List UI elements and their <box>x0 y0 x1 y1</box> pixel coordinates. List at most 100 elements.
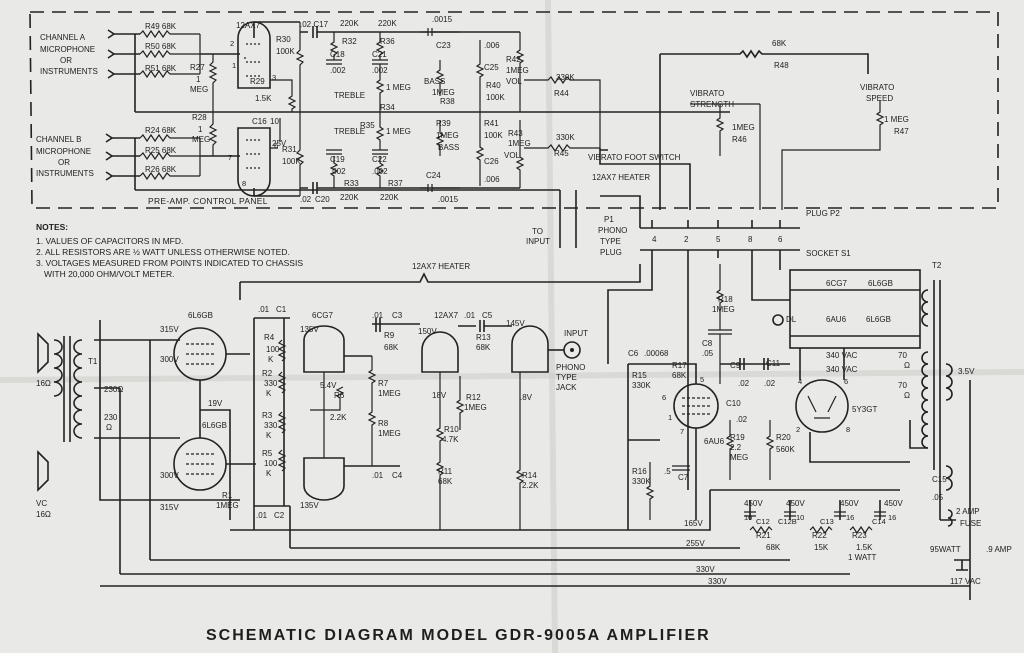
label-r50: R50 68K <box>145 42 177 51</box>
svg-text:C2: C2 <box>274 511 285 520</box>
svg-text:.9 AMP: .9 AMP <box>986 545 1012 554</box>
svg-text:R37: R37 <box>388 179 403 188</box>
svg-text:PLUG P2: PLUG P2 <box>806 209 840 218</box>
svg-text:R38: R38 <box>440 97 455 106</box>
label-r20: R20 <box>776 433 791 442</box>
svg-text:10: 10 <box>744 513 752 522</box>
label-c10: C10 <box>726 399 741 408</box>
svg-text:2.2K: 2.2K <box>330 413 347 422</box>
svg-text:T1: T1 <box>88 357 98 366</box>
channel-b-jacks <box>105 133 140 190</box>
preamp-panel-label: PRE-AMP. CONTROL PANEL <box>148 196 268 206</box>
svg-text:DL: DL <box>786 315 797 324</box>
svg-text:2. ALL RESISTORS ARE ½ WATT UN: 2. ALL RESISTORS ARE ½ WATT UNLESS OTHER… <box>36 247 290 257</box>
label-r17: R17 <box>672 361 687 370</box>
preamp-dashed-border <box>29 11 999 209</box>
label-r27: R27 <box>190 63 205 72</box>
output-tube-leads <box>199 353 256 520</box>
svg-text:.006: .006 <box>484 175 500 184</box>
svg-text:1: 1 <box>668 413 672 422</box>
svg-text:MICROPHONE: MICROPHONE <box>36 147 91 156</box>
preamp-12ax7-tube: 12AX7 2 1 3 6 7 8 <box>228 21 278 197</box>
svg-text:330V: 330V <box>696 565 715 574</box>
svg-text:68K: 68K <box>672 371 687 380</box>
label-r1: R1 <box>222 491 233 500</box>
svg-text:2: 2 <box>230 39 234 48</box>
svg-text:C12B: C12B <box>778 517 797 526</box>
resistor-group-a <box>139 29 201 79</box>
rectifier-leads <box>799 348 928 463</box>
svg-text:1MEG: 1MEG <box>378 429 401 438</box>
svg-text:300V: 300V <box>160 355 179 364</box>
label-r49: R49 68K <box>145 22 177 31</box>
svg-text:1MEG: 1MEG <box>506 66 529 75</box>
svg-text:100K: 100K <box>276 47 295 56</box>
label-c3: .01 <box>372 311 384 320</box>
svg-text:330K: 330K <box>632 381 651 390</box>
svg-text:6AU6: 6AU6 <box>704 437 725 446</box>
channel-a-jacks <box>107 29 140 112</box>
notes-block: NOTES: 1. VALUES OF CAPACITORS IN MFD. 2… <box>36 222 303 279</box>
svg-text:C21: C21 <box>372 50 387 59</box>
svg-text:R48: R48 <box>774 61 789 70</box>
svg-text:C18: C18 <box>330 50 345 59</box>
svg-text:.02: .02 <box>764 379 776 388</box>
svg-text:BASS: BASS <box>438 143 459 152</box>
svg-text:C23: C23 <box>436 41 451 50</box>
svg-text:100: 100 <box>266 345 280 354</box>
speaker-bottom: VC 16Ω <box>36 450 51 519</box>
svg-text:68K: 68K <box>766 543 781 552</box>
svg-text:135V: 135V <box>300 325 319 334</box>
label-r7: R7 <box>378 379 389 388</box>
speaker-top: 16Ω <box>36 332 51 388</box>
channel-b-label: CHANNEL B MICROPHONE OR INSTRUMENTS <box>36 135 94 178</box>
svg-text:330: 330 <box>264 421 278 430</box>
label-r24: R24 68K <box>145 126 177 135</box>
label-c2: .01 <box>256 511 268 520</box>
r27-r28 <box>208 54 218 156</box>
label-c6: C6 <box>628 349 639 358</box>
label-r2: R2 <box>262 369 273 378</box>
svg-text:450V: 450V <box>884 499 903 508</box>
r14-cathode <box>515 372 525 530</box>
svg-text:VIBRATO FOOT SWITCH: VIBRATO FOOT SWITCH <box>588 153 681 162</box>
label-r30: R30 <box>276 35 291 44</box>
svg-text:10: 10 <box>796 513 804 522</box>
resistor-group-b <box>139 133 201 181</box>
svg-text:6: 6 <box>662 393 666 402</box>
svg-text:300V: 300V <box>160 471 179 480</box>
svg-text:100K: 100K <box>484 131 503 140</box>
svg-text:1MEG: 1MEG <box>432 88 455 97</box>
svg-text:16: 16 <box>846 513 854 522</box>
svg-text:150V: 150V <box>418 327 437 336</box>
svg-text:6: 6 <box>274 141 278 150</box>
label-r15: R15 <box>632 371 647 380</box>
svg-text:68K: 68K <box>384 343 399 352</box>
label-r13: R13 <box>476 333 491 342</box>
label-r12: R12 <box>466 393 481 402</box>
svg-text:1MEG: 1MEG <box>508 139 531 148</box>
svg-text:R33: R33 <box>344 179 359 188</box>
svg-text:6L6GB: 6L6GB <box>866 315 891 324</box>
svg-text:25V: 25V <box>272 139 287 148</box>
vibrato-oscillator-6au6: 6AU6 6 5 1 7 <box>662 375 725 446</box>
label-r3: R3 <box>262 411 273 420</box>
svg-text:6CG7: 6CG7 <box>826 279 847 288</box>
svg-text:8: 8 <box>242 179 246 188</box>
label-c11: C11 <box>766 359 781 368</box>
svg-text:1MEG: 1MEG <box>378 389 401 398</box>
svg-text:R36: R36 <box>380 37 395 46</box>
input-jack[interactable]: INPUT PHONO TYPE JACK <box>548 329 588 392</box>
svg-text:8: 8 <box>748 235 753 244</box>
svg-text:1. VALUES OF CAPACITORS IN MFD: 1. VALUES OF CAPACITORS IN MFD. <box>36 236 183 246</box>
c9-c11 <box>720 358 790 370</box>
filter-bank: 450V 450V 450V 450V 10 C12 C12B 10 C13 1… <box>710 489 903 562</box>
svg-text:C7: C7 <box>678 473 689 482</box>
svg-text:C19: C19 <box>330 155 345 164</box>
svg-text:VIBRATO: VIBRATO <box>860 83 894 92</box>
svg-text:K: K <box>266 431 272 440</box>
svg-text:NOTES:: NOTES: <box>36 222 68 232</box>
svg-text:R34: R34 <box>380 103 395 112</box>
r18-c8 <box>708 264 732 384</box>
svg-text:330K: 330K <box>556 73 575 82</box>
